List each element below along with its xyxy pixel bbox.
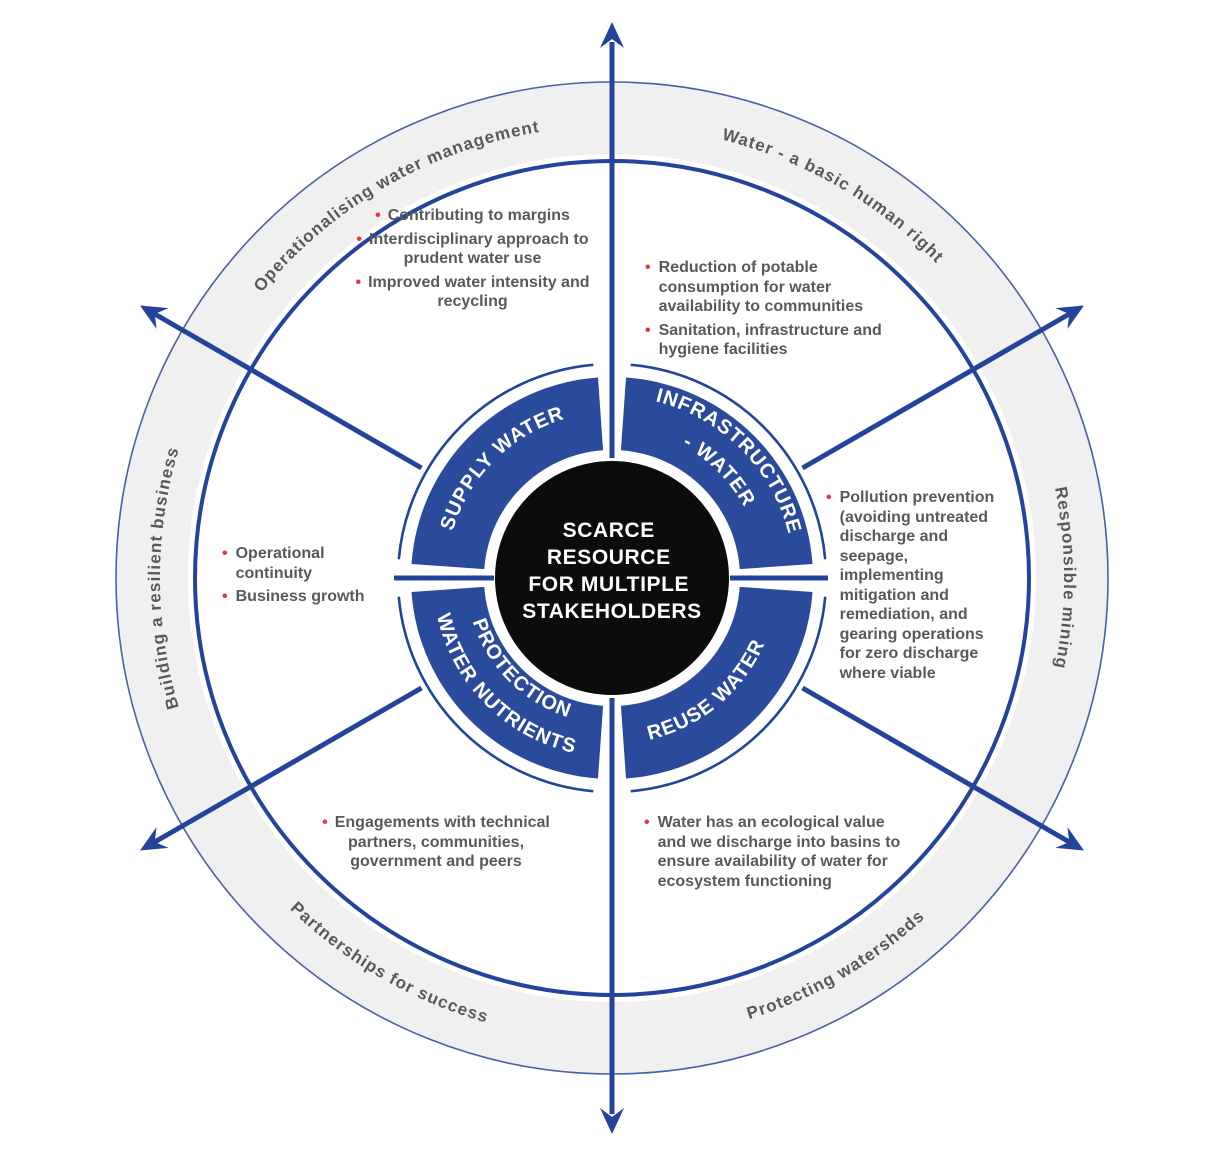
bullet-icon: • (356, 230, 362, 248)
axis-arrows (140, 22, 1084, 1134)
sector-bottom-left-bullets: •Engagements with technical partners, co… (322, 814, 550, 871)
sector-bottom-left: •Engagements with technical partners, co… (322, 814, 550, 871)
bullet-icon: • (645, 259, 651, 276)
quadrant-outline-arcs (397, 363, 827, 793)
center-circle (495, 461, 729, 695)
arrowhead-southeast-icon (1055, 827, 1084, 851)
arrowhead-northwest-icon (140, 305, 169, 329)
bullet-icon: • (645, 321, 651, 339)
quadrant-ring (411, 377, 813, 779)
sector-right: •Pollution prevention (avoiding untreate… (826, 489, 995, 682)
sector-top-left-bullets: •Contributing to margins •Interdisciplin… (355, 207, 590, 311)
bullet-icon: • (375, 207, 381, 224)
quadrant-reuse-water (620, 586, 813, 779)
bullet-icon: • (826, 489, 832, 506)
sector-left: •Operational continuity •Business growth (222, 545, 365, 606)
arrowhead-south-icon (600, 1108, 624, 1134)
sector-bottom-right: •Water has an ecological value and we di… (644, 814, 901, 890)
arrowhead-north-icon (600, 22, 624, 48)
sector-top-right: •Reduction of potable consumption for wa… (645, 259, 882, 359)
arrowhead-southwest-icon (140, 827, 169, 851)
sector-top-right-bullets: •Reduction of potable consumption for wa… (645, 259, 882, 359)
quadrant-supply-water (411, 377, 604, 570)
bullet-icon: • (355, 273, 362, 291)
center-label: SCARCE RESOURCE FOR MULTIPLE STAKEHOLDER… (522, 519, 702, 623)
arrow-northwest-shaft (153, 311, 423, 471)
arrow-northeast-shaft (801, 311, 1071, 471)
quadrant-protection-water-nutrients (411, 586, 604, 779)
bullet-icon: • (322, 814, 328, 831)
bullet-icon: • (644, 814, 650, 831)
arrow-southeast-shaft (801, 685, 1071, 845)
sector-top-left: •Contributing to margins •Interdisciplin… (355, 207, 590, 311)
bullet-icon: • (222, 545, 228, 562)
bullet-icon: • (222, 588, 228, 606)
arrow-southwest-shaft (153, 685, 423, 845)
quadrant-infrastructure-water (620, 377, 813, 570)
sector-bottom-right-bullets: •Water has an ecological value and we di… (644, 814, 901, 890)
arrowhead-northeast-icon (1055, 305, 1084, 329)
sector-right-bullets: •Pollution prevention (avoiding untreate… (826, 489, 995, 682)
sector-left-bullets: •Operational continuity •Business growth (222, 545, 365, 606)
